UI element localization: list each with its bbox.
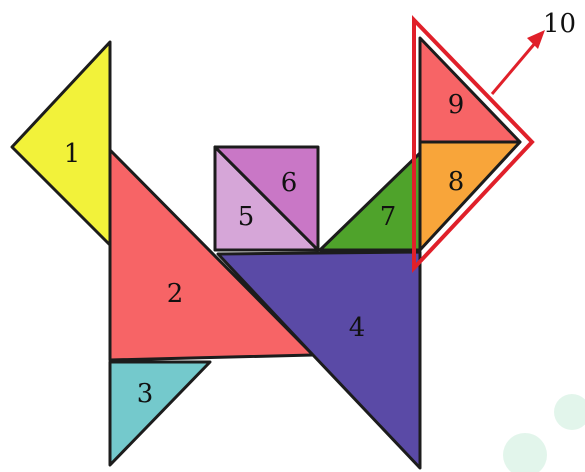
- piece-1-label: 1: [64, 139, 81, 169]
- piece-1: [12, 42, 110, 245]
- piece-8-label: 8: [448, 167, 465, 197]
- piece-8: [420, 142, 520, 250]
- piece-2-label: 2: [167, 279, 184, 309]
- piece-3-label: 3: [137, 379, 154, 409]
- piece-7-label: 7: [380, 202, 397, 232]
- callout-arrow: [492, 30, 545, 94]
- piece-5-label: 5: [238, 202, 255, 232]
- watermark: [503, 394, 585, 472]
- piece-3: [110, 362, 210, 465]
- piece-4: [218, 252, 420, 468]
- piece-7: [320, 153, 420, 250]
- piece-9-label: 9: [448, 90, 465, 120]
- piece-6-label: 6: [281, 168, 298, 198]
- piece-4-label: 4: [349, 313, 366, 343]
- callout-label: 10: [543, 9, 576, 39]
- piece-9: [420, 38, 520, 142]
